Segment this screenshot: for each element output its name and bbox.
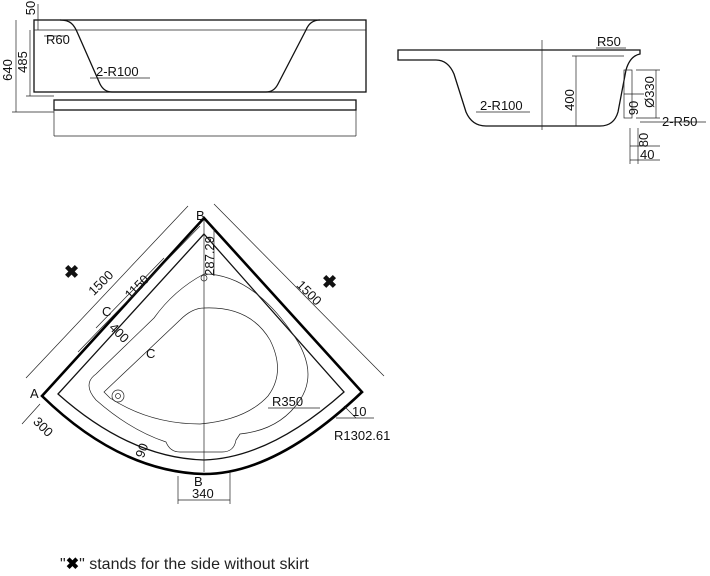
dim-1500-left: 1500 bbox=[85, 267, 116, 298]
dim-1150: 1150 bbox=[122, 272, 152, 302]
section-c-top: C bbox=[102, 304, 111, 319]
label-r60: R60 bbox=[46, 32, 70, 47]
label-2-r100-front: 2-R100 bbox=[96, 64, 139, 79]
dim-10: 10 bbox=[352, 404, 366, 419]
no-skirt-marker-left: ✖ bbox=[64, 262, 79, 282]
label-r1302-61: R1302.61 bbox=[334, 428, 390, 443]
dim-640: 640 bbox=[0, 59, 15, 81]
front-view: 640 485 50 R60 2-R100 bbox=[0, 1, 367, 137]
dim-300: 300 bbox=[30, 414, 56, 440]
label-2-r100-side: 2-R100 bbox=[480, 98, 523, 113]
dim-340: 340 bbox=[192, 486, 214, 501]
dim-330: Ø330 bbox=[642, 76, 657, 108]
section-c-bottom: C bbox=[146, 346, 155, 361]
no-skirt-marker-right: ✖ bbox=[322, 272, 337, 292]
dim-400: 400 bbox=[562, 89, 577, 111]
dim-287-29: 287.29 bbox=[202, 236, 217, 276]
point-a: A bbox=[30, 386, 39, 401]
section-b-bottom: B bbox=[194, 474, 203, 489]
legend-quote-open: " bbox=[60, 556, 66, 573]
dim-400-seat: 400 bbox=[106, 320, 132, 346]
dim-485: 485 bbox=[15, 51, 30, 73]
label-r50-rim: R50 bbox=[597, 34, 621, 49]
dim-90-side: 90 bbox=[626, 101, 641, 115]
dim-1500-right: 1500 bbox=[294, 277, 325, 308]
label-r350: R350 bbox=[272, 394, 303, 409]
dim-40: 40 bbox=[640, 147, 654, 162]
no-skirt-icon: ✖ bbox=[65, 556, 80, 573]
plan-outline bbox=[40, 216, 364, 476]
dim-50: 50 bbox=[23, 1, 38, 15]
side-view: R50 2-R100 400 Ø330 90 2-R50 80 40 bbox=[397, 34, 706, 164]
dim-90-plan: 90 bbox=[132, 441, 151, 460]
dim-80: 80 bbox=[636, 133, 651, 147]
label-2-r50: 2-R50 bbox=[662, 114, 697, 129]
plan-view: ✖ ✖ B B C C A 1500 1500 1150 400 287.29 … bbox=[21, 203, 390, 504]
legend-note: "✖" stands for the side without skirt bbox=[60, 554, 309, 574]
section-b-top: B bbox=[196, 208, 205, 223]
side-basin-outline bbox=[397, 49, 641, 127]
legend-text: " stands for the side without skirt bbox=[79, 556, 309, 573]
basin-outline bbox=[59, 19, 321, 93]
